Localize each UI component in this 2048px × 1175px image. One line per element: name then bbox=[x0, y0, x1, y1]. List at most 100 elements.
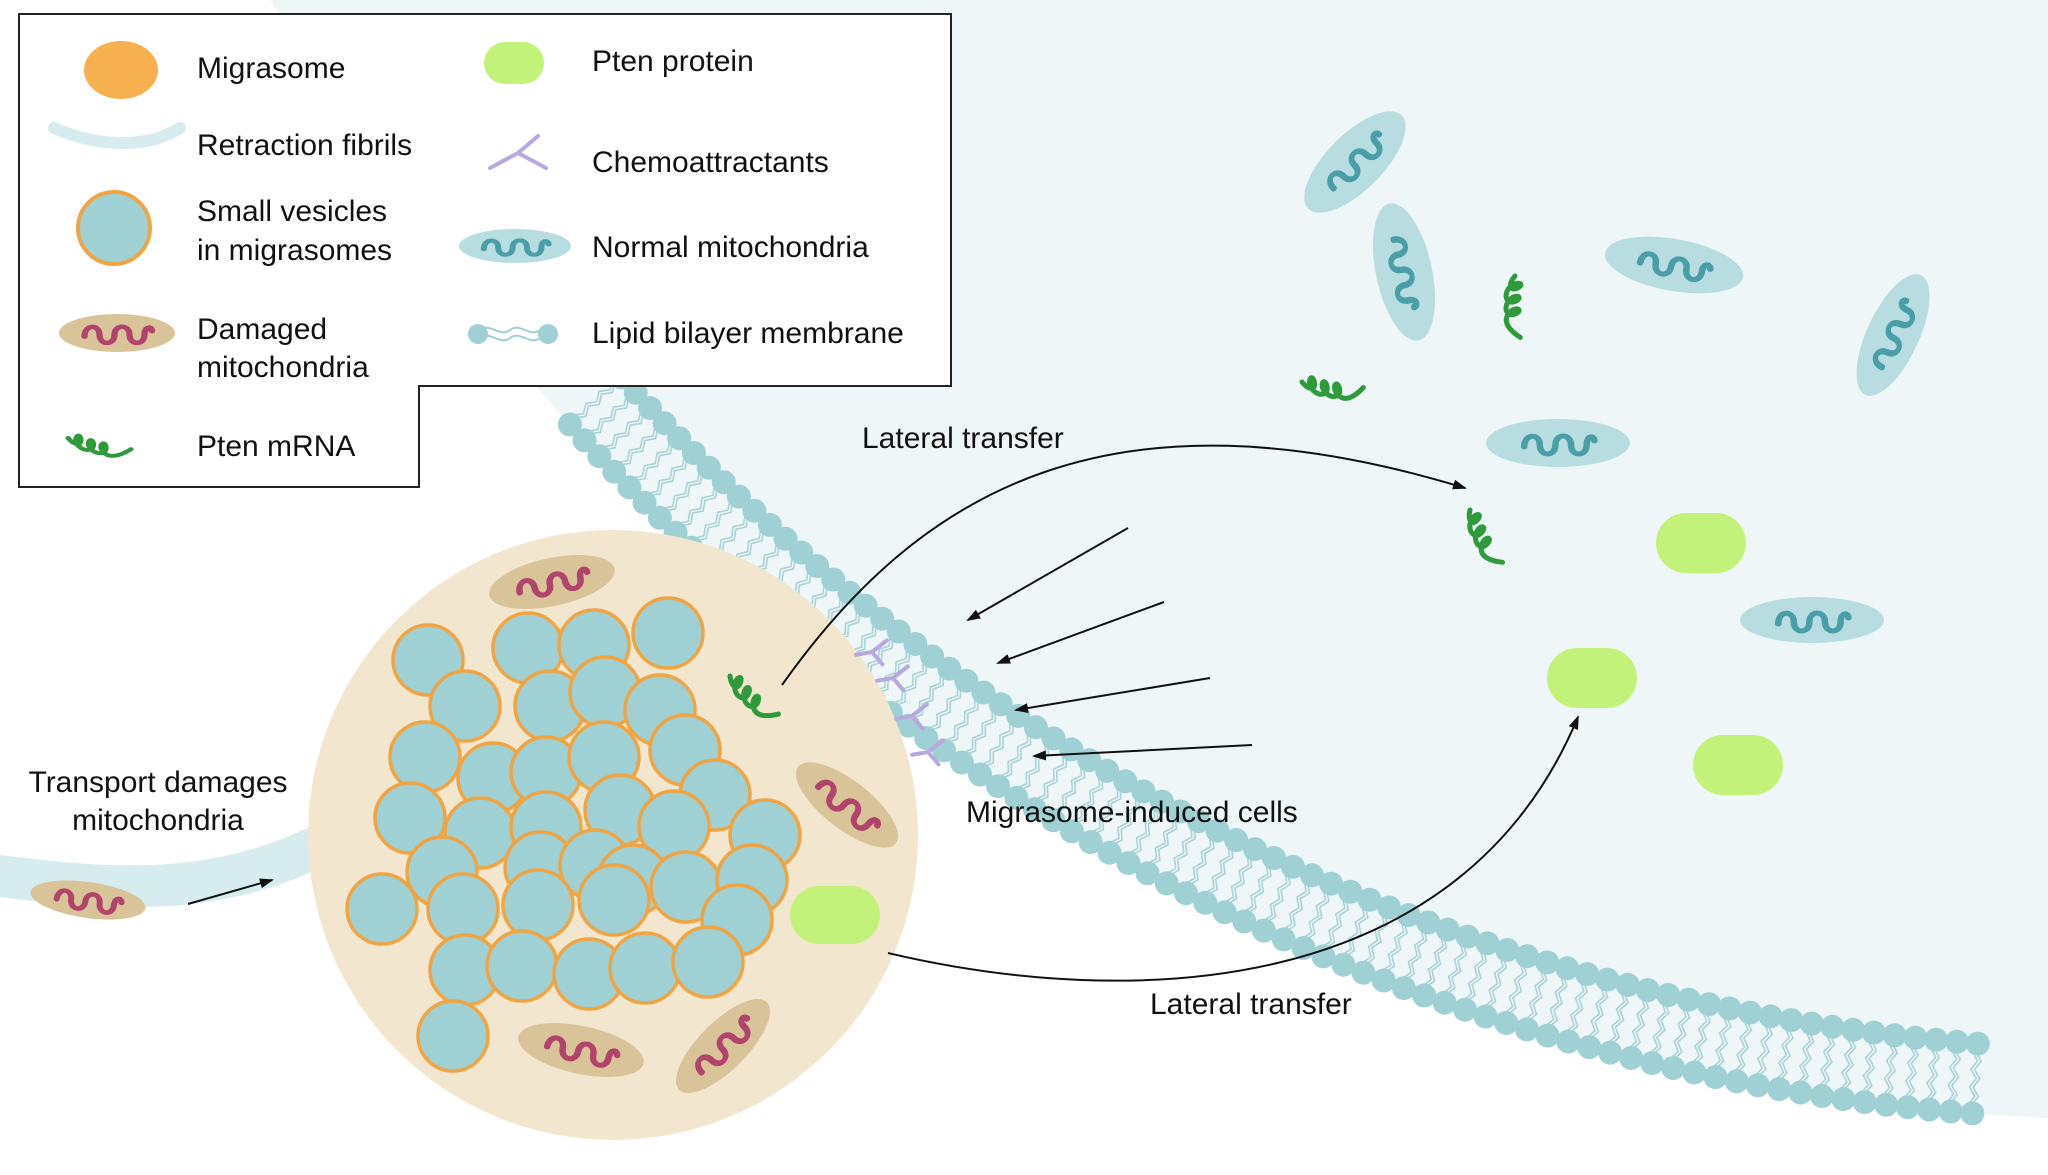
lipid-head-outer bbox=[1494, 1011, 1519, 1035]
lipid-tail bbox=[1207, 846, 1234, 896]
legend-damaged-mito-label-line1: Damaged bbox=[197, 313, 327, 346]
legend: Migrasome Retraction fibrils Small vesic… bbox=[18, 13, 952, 488]
pten-protein-icon bbox=[790, 886, 880, 944]
lipid-tail bbox=[1262, 872, 1288, 922]
lipid-tail bbox=[1757, 1024, 1774, 1078]
lipid-tail bbox=[604, 412, 644, 451]
small-vesicle bbox=[388, 720, 462, 794]
lipid-head-outer bbox=[1004, 785, 1029, 810]
lipid-tail bbox=[1711, 1015, 1729, 1069]
lipid-tail bbox=[947, 698, 979, 744]
lipid-tail bbox=[1246, 864, 1272, 915]
lipid-tail bbox=[1736, 1020, 1753, 1074]
lipid-tail bbox=[1265, 873, 1291, 924]
lipid-head-outer bbox=[602, 459, 627, 484]
lipid-tail bbox=[1548, 975, 1568, 1028]
lipid-head-inner bbox=[1841, 1017, 1866, 1042]
small-vesicle bbox=[428, 669, 502, 743]
lipid-head-inner bbox=[1149, 789, 1174, 814]
lipid-head-inner bbox=[1965, 1031, 1990, 1056]
lipid-head-outer bbox=[1212, 900, 1237, 925]
lipid-tail bbox=[619, 428, 659, 466]
damaged-mitochondrion-icon bbox=[59, 314, 175, 352]
damaged-mitochondrion-icon bbox=[675, 998, 771, 1094]
lipid-head-inner bbox=[1475, 931, 1500, 956]
lipid-head-outer bbox=[1391, 976, 1416, 1001]
lipid-head-outer bbox=[1874, 1092, 1899, 1117]
lipid-head-inner bbox=[757, 512, 782, 537]
lipid-head-outer bbox=[1351, 960, 1376, 985]
lipid-tail bbox=[1305, 890, 1330, 941]
lipid-head-inner bbox=[1131, 779, 1156, 804]
chemoattractant-icon bbox=[854, 638, 889, 667]
lipid-tail bbox=[1074, 777, 1104, 825]
lipid-tail bbox=[962, 708, 993, 754]
normal-mitochondrion-icon bbox=[1486, 419, 1630, 467]
lipid-head-inner bbox=[988, 692, 1013, 717]
lipid-tail bbox=[1733, 1019, 1749, 1073]
lipid-tail bbox=[616, 425, 656, 464]
lipid-tail bbox=[1056, 766, 1086, 814]
lipid-tail bbox=[1565, 980, 1585, 1033]
lipid-head-outer bbox=[632, 490, 657, 515]
migrasome-induced-arrows bbox=[966, 527, 1253, 761]
lipid-tail bbox=[1881, 1042, 1895, 1097]
chemoattractant-icon bbox=[488, 134, 548, 170]
legend-chemoattractants-label: Chemoattractants bbox=[592, 146, 829, 179]
lipid-bilayer-membrane bbox=[557, 365, 1990, 1126]
legend-normal-mito-label: Normal mitochondria bbox=[592, 231, 869, 264]
lipid-tail bbox=[1165, 826, 1193, 875]
small-vesicle bbox=[631, 596, 705, 670]
chemoattractant-icon bbox=[875, 664, 910, 693]
lipid-tail bbox=[1715, 1016, 1732, 1070]
lipid-head-inner bbox=[853, 593, 878, 618]
lipid-tail bbox=[1631, 997, 1650, 1051]
lateral-transfer-label-bottom: Lateral transfer bbox=[1150, 988, 1352, 1021]
small-vesicle bbox=[608, 931, 682, 1005]
lipid-tail bbox=[1586, 986, 1606, 1039]
lipid-tail bbox=[572, 379, 614, 417]
lipid-head-inner bbox=[1615, 972, 1640, 997]
lipid-head-inner bbox=[1861, 1020, 1886, 1045]
lipid-head-outer bbox=[572, 428, 597, 453]
lipid-tail bbox=[1345, 906, 1369, 958]
lipid-tail bbox=[1223, 854, 1250, 904]
small-vesicle bbox=[485, 929, 559, 1003]
lipid-tail bbox=[1817, 1034, 1832, 1088]
lipid-tail bbox=[1146, 816, 1175, 865]
lipid-head-outer bbox=[1371, 968, 1396, 993]
legend-small-vesicles-label-line2: in migrasomes bbox=[197, 234, 392, 267]
lipid-tail bbox=[1483, 956, 1504, 1008]
lipid-tail bbox=[1093, 787, 1122, 835]
cell-contents bbox=[1289, 111, 1930, 795]
lipid-head-inner bbox=[638, 396, 663, 421]
lipid-head-outer bbox=[1453, 997, 1478, 1022]
transport-arrow bbox=[187, 878, 274, 905]
lipid-tail bbox=[1885, 1043, 1899, 1097]
lipid-head-outer bbox=[1809, 1084, 1834, 1108]
lipid-tail bbox=[1906, 1045, 1920, 1100]
lipid-head-outer bbox=[1724, 1069, 1749, 1094]
lipid-tail bbox=[1301, 889, 1327, 940]
lipid-head-outer bbox=[647, 505, 672, 530]
lipid-head-inner bbox=[1820, 1014, 1845, 1039]
lipid-head-outer bbox=[1938, 1099, 1963, 1124]
lipid-head-inner bbox=[886, 619, 911, 644]
lipid-head-inner bbox=[1357, 887, 1382, 912]
lipid-tail bbox=[1903, 1045, 1916, 1099]
lipid-head-outer bbox=[1078, 830, 1103, 855]
lipid-bilayer-icon bbox=[468, 324, 558, 344]
lateral-transfer-label-top: Lateral transfer bbox=[862, 422, 1064, 455]
lipid-head-inner bbox=[1435, 917, 1460, 942]
lipid-head-outer bbox=[1598, 1040, 1623, 1065]
pten-protein-icon bbox=[1656, 513, 1746, 573]
lipid-head-outer bbox=[1116, 851, 1141, 876]
lipid-tail bbox=[1778, 1027, 1794, 1082]
lipid-head-inner bbox=[789, 540, 814, 565]
lipid-head-inner bbox=[1041, 726, 1066, 751]
lipid-tail bbox=[693, 499, 731, 540]
pten-protein-icon bbox=[1693, 735, 1783, 795]
normal-mitochondrion-icon bbox=[1604, 236, 1744, 294]
lipid-tail bbox=[1445, 943, 1468, 996]
